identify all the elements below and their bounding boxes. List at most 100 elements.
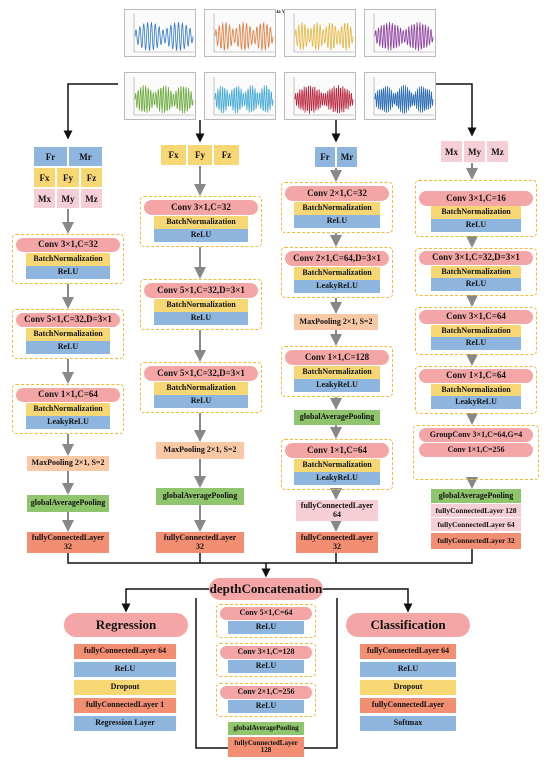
signal-thumbnail xyxy=(284,9,356,57)
b2-block-1 xyxy=(140,196,262,247)
b4-bn1: BatchNormalization xyxy=(431,206,521,219)
b2-input-fx: Fx xyxy=(160,144,187,166)
fusion-block-1 xyxy=(216,604,316,638)
regression-title: Regression xyxy=(64,613,188,637)
b3-block-4 xyxy=(281,439,393,490)
fusion-act2: ReLU xyxy=(228,660,304,673)
b4-block-5 xyxy=(413,425,539,480)
b1-maxpool: MaxPooling 2×1, S=2 xyxy=(27,456,109,471)
b1-bn3: BatchNormalization xyxy=(26,403,110,416)
b4-input-mx: Mx xyxy=(440,140,463,163)
fusion-block-3 xyxy=(216,683,316,717)
b4-conv2: Conv 3×1,C=32,D=3×1 xyxy=(419,251,533,265)
b4-gap: globalAveragePooling xyxy=(431,489,521,503)
cls-relu: ReLU xyxy=(360,662,456,677)
input-fz: Fz xyxy=(80,167,103,188)
b2-block-2 xyxy=(140,279,262,330)
input-fx: Fx xyxy=(33,167,56,188)
b4-act2: ReLU xyxy=(431,278,521,291)
b1-block-3 xyxy=(12,384,124,434)
b1-gap: globalAveragePooling xyxy=(27,495,109,512)
b3-block-2 xyxy=(281,247,393,298)
b4-input-my: My xyxy=(463,140,486,163)
signal-thumbnail xyxy=(364,72,436,120)
fusion-act3: ReLU xyxy=(228,700,304,713)
b2-conv2: Conv 5×1,C=32,D=3×1 xyxy=(144,283,258,298)
input-mz: Mz xyxy=(80,188,103,209)
b4-fc1: fullyConnectedLayer 128 xyxy=(431,504,521,517)
reg-fc64: fullyConnectedLayer 64 xyxy=(74,644,176,659)
b4-bn3: BatchNormalization xyxy=(431,325,521,337)
b4-block-3 xyxy=(415,307,537,355)
b3-fc2-size: 32 xyxy=(333,541,341,551)
b3-act1: ReLU xyxy=(294,215,380,228)
b2-fc-label: fullyConnectedLayer xyxy=(163,533,237,543)
b2-block-3 xyxy=(140,362,262,413)
b2-fc: fullyConnectedLayer 32 xyxy=(156,532,244,553)
b2-bn2: BatchNormalization xyxy=(154,299,248,312)
cls-softmax: Softmax xyxy=(360,716,456,731)
signal-thumbnail xyxy=(204,72,276,120)
b4-act4: LeakyReLU xyxy=(431,396,521,409)
b4-conv1: Conv 3×1,C=16 xyxy=(419,191,533,206)
b1-conv1: Conv 3×1,C=32 xyxy=(16,238,120,252)
b1-act1: ReLU xyxy=(26,266,110,279)
b2-gap: globalAveragePooling xyxy=(156,488,244,505)
b4-block-1 xyxy=(415,180,537,237)
cls-fc64: fullyConnectedLayer 64 xyxy=(360,644,456,659)
b1-conv2: Conv 5×1,C=32,D=3×1 xyxy=(16,313,120,327)
b3-conv3: Conv 1×1,C=128 xyxy=(285,350,389,365)
thumbnail-axes xyxy=(293,77,354,116)
fusion-block-2 xyxy=(216,643,316,677)
b4-block-4 xyxy=(415,366,537,414)
b4-groupconv: GroupConv 3×1,C=64,G=4 xyxy=(419,428,533,442)
b3-act3: LeakyReLU xyxy=(294,379,380,392)
signal-trace xyxy=(294,22,354,51)
b3-maxpool: MaxPooling 2×1, S=2 xyxy=(294,314,378,330)
b1-block-1 xyxy=(12,234,124,284)
b3-fc1-label: fullyConnectedLayer xyxy=(300,501,374,511)
b4-conv4: Conv 1×1,C=64 xyxy=(419,369,533,383)
b4-bn4: BatchNormalization xyxy=(431,384,521,396)
reg-fc1: fullyConnectedLayer 1 xyxy=(74,698,176,713)
fusion-conv1: Conv 5×1,C=64 xyxy=(220,607,312,620)
signal-trace xyxy=(134,85,194,114)
b3-bn2: BatchNormalization xyxy=(294,267,380,280)
b1-fc-size: 32 xyxy=(64,541,72,551)
b1-act3: LeakyReLU xyxy=(26,416,110,429)
signal-trace xyxy=(214,85,274,114)
b4-conv3: Conv 3×1,C=64 xyxy=(419,310,533,324)
b2-conv3: Conv 5×1,C=32,D=3×1 xyxy=(144,366,258,381)
b2-bn3: BatchNormalization xyxy=(154,382,248,395)
b3-gap: globalAveragePooling xyxy=(294,410,380,425)
b3-act4: LeakyReLU xyxy=(294,472,380,485)
cls-dropout: Dropout xyxy=(360,680,456,695)
b3-input-fr: Fr xyxy=(314,146,336,168)
signal-trace xyxy=(374,84,434,114)
input-fy: Fy xyxy=(56,167,80,188)
fusion-fc-label: fullyConnectedLayer xyxy=(234,738,298,747)
b2-act1: ReLU xyxy=(154,229,248,242)
thumbnail-axes xyxy=(373,14,434,53)
b2-bn1: BatchNormalization xyxy=(154,216,248,229)
b4-act1: ReLU xyxy=(431,219,521,232)
b2-maxpool: MaxPooling 2×1, S=2 xyxy=(156,442,244,459)
b3-fc1-size: 64 xyxy=(333,509,341,519)
fusion-conv2: Conv 3×1,C=128 xyxy=(220,646,312,659)
b3-input-mr: Mr xyxy=(336,146,358,168)
b3-block-3 xyxy=(281,346,393,397)
b3-fc2: fullyConnectedLayer 32 xyxy=(296,532,378,553)
thumbnail-axes xyxy=(213,14,274,53)
thumbnail-axes xyxy=(213,77,274,116)
fusion-conv3: Conv 2×1,C=256 xyxy=(220,686,312,699)
b3-block-1 xyxy=(281,182,393,233)
fusion-gap: globalAveragePooling xyxy=(228,722,304,735)
thumbnail-axes xyxy=(293,14,354,53)
thumbnail-axes xyxy=(133,77,194,116)
b2-act2: ReLU xyxy=(154,312,248,325)
signal-trace xyxy=(134,21,194,51)
fusion-act1: ReLU xyxy=(228,621,304,634)
b4-input-mz: Mz xyxy=(486,140,509,163)
reg-relu: ReLU xyxy=(74,662,176,677)
b2-input-fy: Fy xyxy=(187,144,213,166)
